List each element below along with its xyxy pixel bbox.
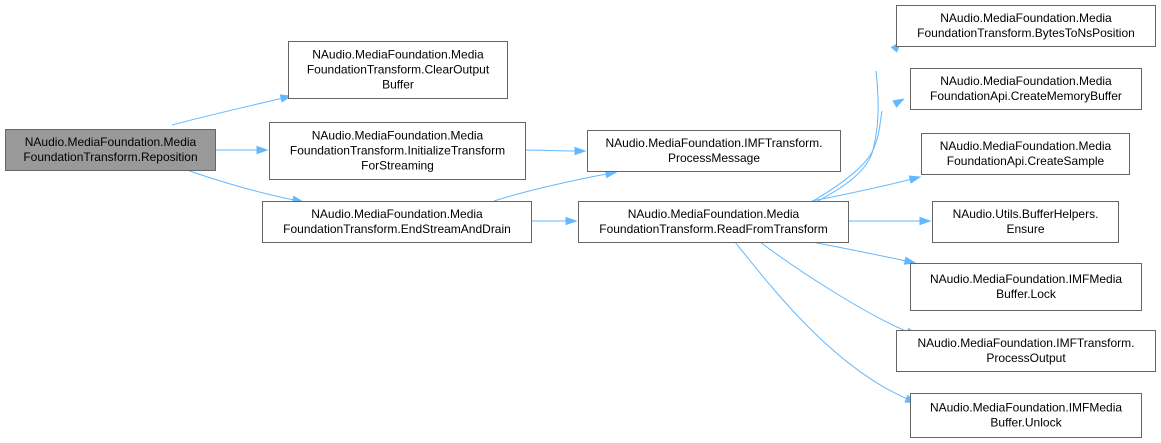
node-label-line: NAudio.MediaFoundation.IMFMedia [930, 272, 1122, 286]
node-box [910, 68, 1142, 110]
node-label-line: NAudio.MediaFoundation.Media [312, 129, 484, 143]
node-label-line: ProcessMessage [668, 151, 760, 165]
edge-read-to-bytes [817, 40, 902, 202]
arrowhead-icon [919, 216, 932, 226]
node-label-line: NAudio.MediaFoundation.Media [940, 74, 1112, 88]
node-procmsg[interactable]: NAudio.MediaFoundation.IMFTransform.Proc… [587, 130, 841, 172]
node-label-line: NAudio.Utils.BufferHelpers. [953, 207, 1099, 221]
edge-line [524, 149, 582, 152]
node-label-line: NAudio.MediaFoundation.Media [940, 11, 1112, 25]
node-init[interactable]: NAudio.MediaFoundation.MediaFoundationTr… [269, 122, 526, 180]
node-label-line: Buffer.Unlock [990, 416, 1062, 430]
node-label-line: FoundationTransform.BytesToNsPosition [917, 26, 1135, 40]
arrowhead-icon [908, 175, 922, 184]
edge-read-to-ensure [848, 216, 932, 226]
edge-line [811, 241, 912, 263]
node-label-line: FoundationApi.CreateMemoryBuffer [930, 89, 1122, 103]
node-label-line: NAudio.MediaFoundation.IMFMedia [930, 401, 1122, 415]
node-box [896, 5, 1156, 47]
edge-line [186, 169, 300, 202]
edge-read-to-procout [759, 241, 919, 337]
node-label-line: NAudio.MediaFoundation.Media [25, 135, 197, 149]
node-label-line: NAudio.MediaFoundation.Media [628, 207, 800, 221]
node-createsample[interactable]: NAudio.MediaFoundation.MediaFoundationAp… [921, 133, 1130, 175]
arrowhead-icon [892, 98, 905, 108]
node-box [910, 263, 1142, 311]
edge-init-to-procmsg [524, 146, 587, 156]
node-read[interactable]: NAudio.MediaFoundation.MediaFoundationTr… [578, 201, 849, 243]
arrowhead-icon [903, 256, 917, 265]
node-label-line: Buffer [382, 78, 414, 92]
edge-read-to-lock [811, 241, 917, 265]
node-label-line: ProcessOutput [986, 351, 1066, 365]
node-box [288, 41, 508, 99]
edge-line [171, 96, 288, 126]
edge-root-to-init [214, 145, 269, 155]
edge-line [812, 110, 883, 202]
node-label-line: NAudio.MediaFoundation.Media [311, 207, 483, 221]
node-label-line: ForStreaming [361, 159, 434, 173]
edge-line [734, 241, 913, 402]
node-label-line: FoundationApi.CreateSample [947, 154, 1105, 168]
node-box [587, 130, 841, 172]
node-label-line: FoundationTransform.ReadFromTransform [599, 222, 828, 236]
node-lock[interactable]: NAudio.MediaFoundation.IMFMediaBuffer.Lo… [910, 263, 1142, 311]
node-box [262, 201, 532, 243]
node-box [921, 133, 1130, 175]
node-label-line: NAudio.MediaFoundation.Media [312, 48, 484, 62]
node-clear[interactable]: NAudio.MediaFoundation.MediaFoundationTr… [288, 41, 508, 99]
node-label-line: Ensure [1006, 222, 1044, 236]
edge-root-to-clear [171, 94, 293, 126]
node-layer: NAudio.MediaFoundation.MediaFoundationTr… [5, 5, 1156, 438]
node-box [896, 330, 1156, 372]
node-label-line: NAudio.MediaFoundation.Media [940, 139, 1112, 153]
node-label-line: FoundationTransform.EndStreamAndDrain [283, 222, 511, 236]
node-bytes[interactable]: NAudio.MediaFoundation.MediaFoundationTr… [896, 5, 1156, 47]
node-box [578, 201, 849, 243]
node-box [910, 393, 1142, 438]
node-procout[interactable]: NAudio.MediaFoundation.IMFTransform.Proc… [896, 330, 1156, 372]
edge-drain-to-read [531, 216, 578, 226]
node-box [5, 129, 216, 171]
node-label-line: NAudio.MediaFoundation.IMFTransform. [606, 136, 823, 150]
node-unlock[interactable]: NAudio.MediaFoundation.IMFMediaBuffer.Un… [910, 393, 1142, 438]
node-label-line: FoundationTransform.Reposition [23, 150, 197, 164]
node-ensure[interactable]: NAudio.Utils.BufferHelpers.Ensure [932, 201, 1119, 243]
node-label-line: Buffer.Lock [996, 287, 1057, 301]
edge-layer [171, 40, 932, 404]
arrowhead-icon [565, 216, 578, 226]
node-creatememory[interactable]: NAudio.MediaFoundation.MediaFoundationAp… [910, 68, 1142, 110]
edge-read-to-createsample [811, 175, 922, 202]
edge-read-to-creatememory [812, 98, 905, 202]
node-label-line: FoundationTransform.InitializeTransform [290, 144, 505, 158]
edge-read-to-unlock [734, 241, 918, 404]
edge-line [759, 241, 914, 335]
node-label-line: NAudio.MediaFoundation.IMFTransform. [918, 336, 1135, 350]
node-root[interactable]: NAudio.MediaFoundation.MediaFoundationTr… [5, 129, 216, 171]
node-box [269, 122, 526, 180]
node-box [932, 201, 1119, 243]
edge-line [811, 177, 917, 202]
edge-line [493, 172, 613, 202]
node-label-line: FoundationTransform.ClearOutput [307, 63, 490, 77]
arrowhead-icon [256, 145, 269, 155]
arrowhead-icon [574, 146, 587, 156]
node-drain[interactable]: NAudio.MediaFoundation.MediaFoundationTr… [262, 201, 532, 243]
